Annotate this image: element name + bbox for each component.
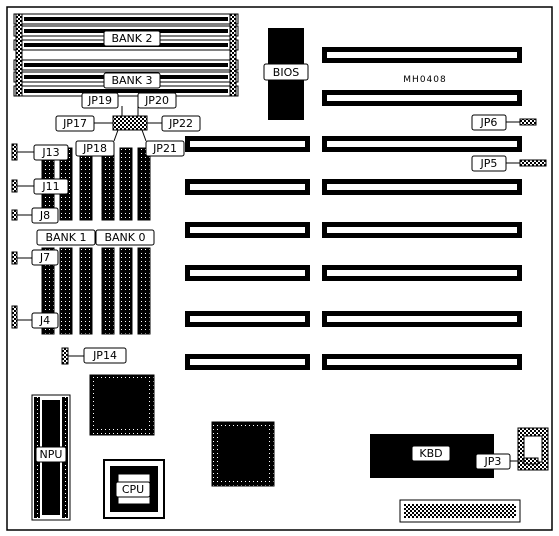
jp5-label: JP5 [480,157,498,170]
jp21-label: JP21 [152,142,177,155]
expansion-slots-right [322,47,522,370]
npu-socket: NPU [31,394,71,521]
jp20-label: JP20 [144,94,169,107]
power-connector [399,499,521,523]
bank3-label-box [103,72,161,89]
kbd-label: KBD [419,447,442,460]
cpu-socket: CPU [103,459,165,519]
jp6-label: JP6 [480,116,498,129]
cpu-label: CPU [122,483,144,496]
j13-label: J13 [41,146,59,159]
board-outline [6,6,553,531]
bank0-label: BANK 0 [104,231,145,244]
model-number: MH0408 [403,75,446,85]
jumper-cluster [112,106,148,131]
bank2-label: BANK 2 [111,32,152,45]
connector-j13: J13 [11,143,69,161]
jp21-label-box [145,140,185,157]
j8-label: J8 [39,209,50,222]
connector-j8: J8 [11,207,59,224]
jp18-label-box [75,140,115,157]
jp6-jumper [519,118,537,126]
jp14-jumper [61,347,69,365]
bank2-label-box [103,30,161,47]
bank1-label: BANK 1 [45,231,86,244]
jp17-label: JP17 [62,117,87,130]
jp22-label: JP22 [168,117,193,130]
bank3-label: BANK 3 [111,74,152,87]
connector-j4: J4 [11,305,59,329]
j4-label: J4 [39,314,50,327]
jp5-jumper [519,159,547,167]
bios-chip: BIOS [263,28,309,120]
jp19-label-box [81,92,119,109]
jp19-label: JP19 [87,94,112,107]
connector-j7: J7 [11,249,59,266]
jp18-label: JP18 [82,142,107,155]
keyboard-controller: KBD [370,434,494,478]
connector-j11: J11 [11,178,69,195]
bank1-label-box [36,229,96,246]
jp14-label-box [83,347,127,364]
jp20-label-box [137,92,177,109]
jp3-jumper [523,457,539,465]
npu-label: NPU [40,448,63,461]
j7-label: J7 [39,251,50,264]
bank0-label-box [95,229,155,246]
jp3-label: JP3 [484,455,502,468]
bios-label: BIOS [273,66,299,79]
expansion-slots-left [185,136,310,370]
jp14-label: JP14 [92,349,117,362]
j11-label: J11 [41,180,59,193]
